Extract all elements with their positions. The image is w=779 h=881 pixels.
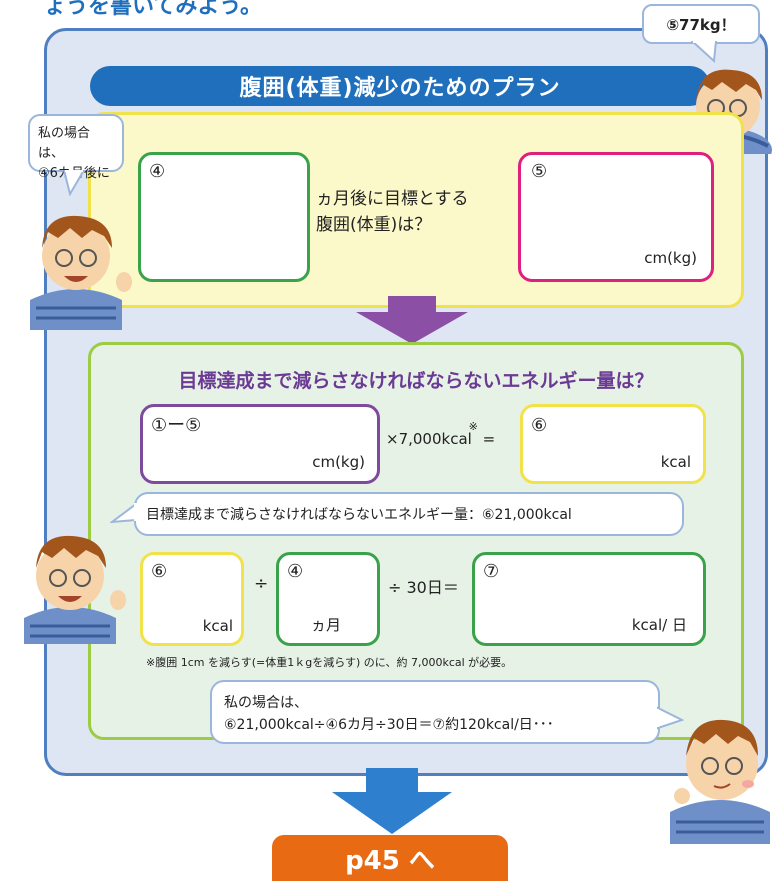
energy-kcal-input-box[interactable]: ⑥ kcal (520, 404, 706, 484)
question-line-1: ヵ月後に目標とする (316, 189, 469, 209)
multiplier-label: ×7,000kcal ※ = (386, 420, 496, 448)
speech-bubble-period: 私の場合は、 ④6カ月後に (28, 114, 124, 181)
down-arrow-icon (356, 296, 468, 344)
months-input-box[interactable]: ④ (138, 152, 310, 282)
divide-30-days: ÷ 30日＝ (388, 578, 459, 597)
circled-number-5: ⑤ (531, 161, 548, 182)
daily-kcal-input-box[interactable]: ⑦ kcal/ 日 (472, 552, 706, 646)
footnote: ※腹囲 1cm を減らす(=体重1ｋgを減らす) のに、約 7,000kcal … (146, 656, 513, 669)
unit-months: ヵ月 (310, 616, 341, 634)
circled-number-6: ⑥ (531, 415, 548, 436)
target-waist-input-box[interactable]: ⑤ cm(kg) (518, 152, 714, 282)
circled-formula-1-5: ①ー⑤ (151, 415, 202, 436)
page-title: 腹囲(体重)減少のためのプラン (90, 66, 710, 106)
person-thinking-illustration (670, 719, 770, 844)
asterisk-mark: ※ (468, 420, 478, 433)
unit-cm-kg: cm(kg) (312, 453, 365, 471)
header-partial: ょうを書いてみよう。 (44, 0, 263, 19)
energy-panel-title: 目標達成まで減らさなければならないエネルギー量は？ (178, 370, 654, 392)
calc-line-2: ⑥21,000kcal÷④6カ月÷30日＝⑦約120kcal/日･･･ (224, 717, 554, 733)
goto-page-45-button[interactable]: p45 へ (272, 835, 508, 881)
bubble-tail (62, 170, 86, 196)
unit-kcal: kcal (660, 453, 691, 471)
multiplier-text: ×7,000kcal (386, 430, 472, 448)
speech-bubble-goal: ⑤77kg！ (642, 4, 760, 44)
energy-kcal-box[interactable]: ⑥ kcal (140, 552, 244, 646)
speech-bubble-energy: 目標達成まで減らさなければならないエネルギー量：⑥21,000kcal (134, 492, 684, 536)
unit-kcal-per-day: kcal/ 日 (631, 616, 687, 634)
down-arrow-icon (332, 768, 452, 834)
speech-bubble-calculation: 私の場合は、 ⑥21,000kcal÷④6カ月÷30日＝⑦約120kcal/日･… (210, 680, 660, 744)
unit-cm-kg: cm(kg) (644, 249, 697, 267)
person-waving-illustration (30, 215, 132, 330)
unit-kcal: kcal (202, 617, 233, 635)
bubble-tail (110, 502, 138, 524)
divide-sign: ÷ (254, 574, 269, 594)
circled-number-4: ④ (149, 161, 166, 182)
bubble-tail (690, 41, 718, 63)
bubble-line-1: 私の場合は、 (38, 126, 91, 161)
person-waving-illustration (24, 535, 126, 644)
circled-number-4: ④ (287, 561, 304, 582)
circled-number-6: ⑥ (151, 561, 168, 582)
equals-sign: = (482, 430, 496, 448)
circled-number-7: ⑦ (483, 561, 500, 582)
question-line-2: 腹囲(体重)は？ (316, 215, 432, 235)
calc-line-1: 私の場合は、 (224, 695, 308, 711)
target-question: ヵ月後に目標とする 腹囲(体重)は？ (316, 186, 516, 238)
waist-diff-input-box[interactable]: ①ー⑤ cm(kg) (140, 404, 380, 484)
bubble-tail (656, 706, 684, 730)
months-box[interactable]: ④ ヵ月 (276, 552, 380, 646)
